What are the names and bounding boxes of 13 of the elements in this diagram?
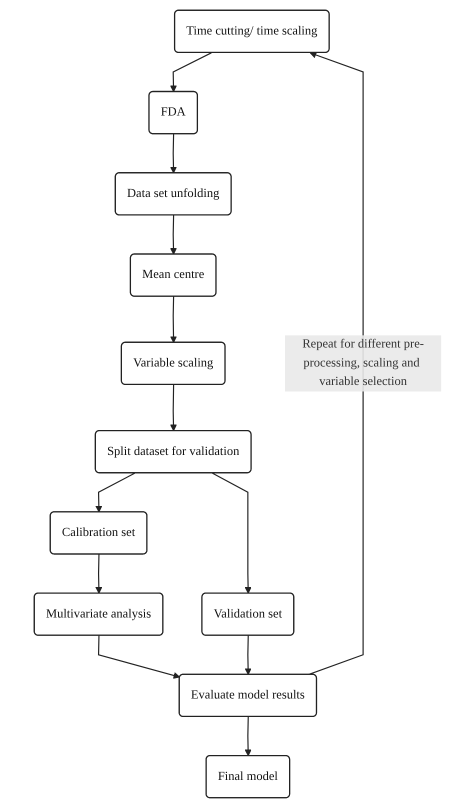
arrow: [95, 554, 102, 594]
arrow: [170, 296, 177, 343]
arrow: [244, 636, 252, 675]
edge-label: Repeat for different pre-processing, scaling and variable selection: [302, 338, 424, 388]
arrow: [308, 52, 364, 676]
arrow: [170, 134, 177, 174]
arrow: [170, 215, 177, 255]
arrow: [212, 472, 252, 594]
arrow: [170, 52, 212, 92]
arrow: [170, 384, 177, 432]
arrow: [95, 472, 135, 512]
arrow: [98, 636, 180, 679]
arrow: [244, 716, 252, 756]
